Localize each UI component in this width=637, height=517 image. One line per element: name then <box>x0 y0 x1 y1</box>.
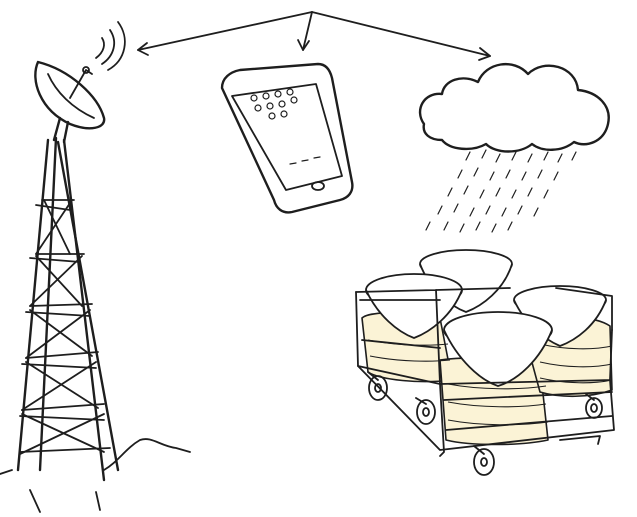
arrow-to-dish <box>138 12 312 50</box>
rain-drops <box>426 150 576 232</box>
tower-base-lines <box>30 490 100 512</box>
signal-arrows <box>138 12 490 60</box>
tower-with-satellite-dish-icon <box>0 22 190 512</box>
cloud-rain-icon <box>420 64 609 232</box>
signal-wave-1 <box>96 38 104 58</box>
cart-icon <box>356 250 614 475</box>
phone-home-button <box>312 182 324 190</box>
tower-leg-right <box>64 140 104 480</box>
signal-wave-3 <box>108 22 125 70</box>
cloud-outline <box>420 64 609 151</box>
phone-app-icons <box>251 89 320 164</box>
phone-icon <box>222 64 352 212</box>
arrow-to-cloud <box>312 12 490 56</box>
phone-screen <box>232 84 342 190</box>
tower-leg-left-inner <box>40 138 56 470</box>
tower-ground <box>0 439 190 474</box>
